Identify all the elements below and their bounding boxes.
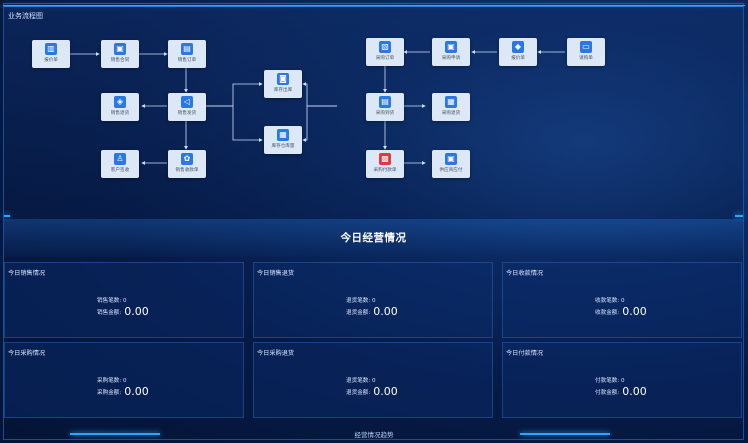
grid-icon: ▦ [445,96,457,108]
today-overview-title: 今日经营情况 [340,232,407,244]
stat-amount-label: 收款金额: [595,310,620,316]
flow-node-purchase-payment[interactable]: ▩ 采购付款单 [366,150,404,178]
layers-icon: ◆ [512,41,524,53]
flow-node-label: 库存仓库量 [271,144,295,149]
stat-amount: 付款金额:0.00 [595,385,647,398]
person-icon: ♙ [114,153,126,165]
flow-node-label: 请购单 [579,56,593,61]
flow-node-customer-sign[interactable]: ♙ 客户签收 [101,150,139,178]
flow-node-purchase-apply[interactable]: ▣ 采购申请 [432,38,470,66]
card-today-payments: 今日付款情况 付款笔数: 0 付款金额:0.00 [502,342,742,418]
stat-amount-value: 0.00 [124,305,149,318]
stat-amount: 销售金额:0.00 [97,305,149,318]
briefcase-icon: ▣ [445,41,457,53]
inbox-icon: ▤ [379,96,391,108]
stat-amount: 收款金额:0.00 [595,305,647,318]
card-title: 今日销售情况 [8,270,46,277]
flow-node-label: 采购到货 [375,111,395,116]
flow-node-label: 采购订单 [375,56,395,61]
flow-node-sales-contract[interactable]: ▣ 销售合同 [101,40,139,68]
card-today-purchase-return: 今日采购退货 退货笔数: 0 退货金额:0.00 [253,342,493,418]
stat-amount-label: 退货金额: [346,310,371,316]
flow-node-label: 供应商应付 [439,168,463,173]
flow-panel-title: 业务流程图 [8,12,43,20]
stat-amount-label: 销售金额: [97,310,122,316]
flow-node-purchase-order[interactable]: ▧ 采购订单 [366,38,404,66]
stat-amount-value: 0.00 [124,385,149,398]
flow-node-stock-in[interactable]: ▦ 库存仓库量 [264,126,302,154]
card-title: 今日销售退货 [257,270,295,277]
chart-icon: ▥ [45,43,57,55]
list-icon: ▦ [277,129,289,141]
stat-amount: 采购金额:0.00 [97,385,149,398]
stat-amount-value: 0.00 [373,385,398,398]
card-today-sales: 今日销售情况 销售笔数: 0 销售金额:0.00 [4,262,244,338]
stat-amount-label: 退货金额: [346,390,371,396]
stat-count: 收款笔数: 0 [595,298,625,304]
flow-node-label: 报价单 [511,56,525,61]
stat-count: 采购笔数: 0 [97,378,127,384]
flow-arrows [70,50,565,165]
briefcase-icon: ▣ [114,43,126,55]
card-title: 今日采购情况 [8,350,46,357]
flow-node-label: 采购申请 [441,56,461,61]
flow-node-inquiry[interactable]: ◆ 报价单 [499,38,537,66]
flow-node-label: 销售退货 [110,111,130,116]
divider-accent-left [4,215,10,217]
stat-count: 退货笔数: 0 [346,378,376,384]
stat-count: 付款笔数: 0 [595,378,625,384]
calendar-icon: ▩ [379,153,391,165]
divider-accent-right [735,215,743,217]
stat-amount: 退货金额:0.00 [346,305,398,318]
flow-node-label: 采购退货 [441,111,461,116]
document-icon: ▤ [181,43,193,55]
shield-icon: ◈ [114,96,126,108]
dashboard-frame [3,3,744,440]
stat-count: 销售笔数: 0 [97,298,127,304]
top-accent-line [3,5,745,6]
flow-node-supplier-payable[interactable]: ▣ 供应商应付 [432,150,470,178]
stat-amount-value: 0.00 [622,305,647,318]
card-title: 今日收款情况 [506,270,544,277]
flow-node-label: 销售合同 [110,58,130,63]
gear-icon: ✿ [181,153,193,165]
card-title: 今日付款情况 [506,350,544,357]
flow-node-sales-delivery[interactable]: ◁ 销售发货 [168,93,206,121]
image-icon: ▧ [379,41,391,53]
stat-amount-label: 采购金额: [97,390,122,396]
flow-node-purchase-arrival[interactable]: ▤ 采购到货 [366,93,404,121]
monitor-icon: ▭ [580,41,592,53]
flow-node-sales-order[interactable]: ▤ 销售订单 [168,40,206,68]
flow-node-purchase-return[interactable]: ▦ 采购退货 [432,93,470,121]
flow-node-label: 采购付款单 [373,168,397,173]
stat-amount-value: 0.00 [373,305,398,318]
flow-node-label: 销售收款单 [175,168,199,173]
stat-amount-value: 0.00 [622,385,647,398]
stat-amount: 退货金额:0.00 [346,385,398,398]
flow-node-label: 销售订单 [177,58,197,63]
stat-count: 退货笔数: 0 [346,298,376,304]
briefcase-icon: ▣ [445,153,457,165]
business-trend-title: 经营情况趋势 [354,431,394,439]
speaker-icon: ◁ [181,96,193,108]
card-today-receipts: 今日收款情况 收款笔数: 0 收款金额:0.00 [502,262,742,338]
card-today-sales-return: 今日销售退货 退货笔数: 0 退货金额:0.00 [253,262,493,338]
flow-node-label: 库存出库 [273,88,293,93]
flow-node-purchase-request[interactable]: ▭ 请购单 [567,38,605,66]
flow-node-label: 客户签收 [110,168,130,173]
card-title: 今日采购退货 [257,350,295,357]
flow-node-label: 销售发货 [177,111,197,116]
flow-node-quote[interactable]: ▥ 报价单 [32,40,70,68]
business-flow-panel: 业务流程图 ▥ 报价单 [4,6,743,219]
today-overview-banner: 今日经营情况 [4,219,743,257]
flow-node-label: 报价单 [44,58,58,63]
footer-accent-right [520,433,610,435]
flow-node-sales-return[interactable]: ◈ 销售退货 [101,93,139,121]
flow-node-sales-receipt[interactable]: ✿ 销售收款单 [168,150,206,178]
flow-node-stock-out[interactable]: ◙ 库存出库 [264,70,302,98]
footer-accent-left [70,433,160,435]
card-today-purchases: 今日采购情况 采购笔数: 0 采购金额:0.00 [4,342,244,418]
stat-amount-label: 付款金额: [595,390,620,396]
person-badge-icon: ◙ [277,73,289,85]
